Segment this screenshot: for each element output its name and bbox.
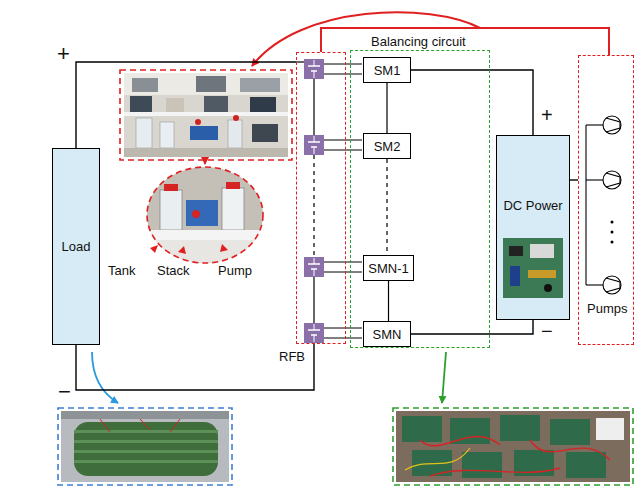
node-label: RFB [279, 349, 305, 364]
sm-box: SM1 [363, 57, 411, 83]
load-arrow [92, 352, 118, 403]
zoom-arrow [204, 161, 206, 164]
pumps-group: Pumps [578, 55, 634, 345]
photo-frame [120, 70, 292, 160]
lab-photo [124, 73, 288, 157]
text-label: − [541, 320, 553, 342]
wire [411, 320, 533, 334]
text-label: Stack [157, 264, 190, 278]
wire [386, 159, 387, 255]
wire [76, 62, 296, 148]
dc-power-box: DC Power [496, 135, 570, 320]
text-label: − [58, 380, 71, 404]
balancing-group: Balancing circuitSM1SM2SMN-1SMN [350, 50, 490, 348]
rfb-group: RFB [296, 52, 346, 344]
battery-symbols [296, 59, 362, 344]
text-label: + [541, 104, 553, 126]
load-box: Load [52, 148, 100, 345]
sm-box: SMN [363, 321, 411, 347]
node-label: DC Power [503, 198, 562, 213]
cell-photo [140, 160, 270, 270]
photo-frame [393, 408, 633, 485]
sm-box: SMN-1 [363, 255, 414, 281]
text-label: Tank [108, 264, 135, 278]
ellipsis-dot [611, 231, 614, 234]
pointer [220, 244, 228, 252]
ellipsis-dot [611, 241, 614, 244]
node-label: Pumps [587, 301, 627, 316]
zoom-circle [147, 167, 263, 263]
wire [570, 179, 578, 180]
boards-photo [396, 411, 630, 482]
pointer [150, 245, 158, 253]
wire [388, 281, 389, 321]
text-label: Pump [218, 264, 252, 278]
node-label: SM2 [374, 139, 401, 154]
dc-fill [496, 135, 570, 320]
node-label: Load [62, 239, 91, 254]
wire [76, 344, 314, 390]
pointer [178, 246, 186, 254]
sm-box: SM2 [363, 133, 411, 159]
wire [386, 83, 387, 133]
board-arrow [442, 352, 446, 403]
load-photo [61, 411, 229, 482]
text-label: + [57, 42, 70, 66]
node-label: Balancing circuit [371, 34, 466, 49]
node-label: SM1 [374, 63, 401, 78]
photo-frame [58, 408, 232, 485]
dc-board-photo [503, 238, 563, 298]
pump-symbols [586, 116, 621, 294]
wire [411, 70, 533, 135]
node-label: SMN-1 [368, 261, 408, 276]
ellipsis-dot [611, 221, 614, 224]
node-label: SMN [373, 327, 402, 342]
